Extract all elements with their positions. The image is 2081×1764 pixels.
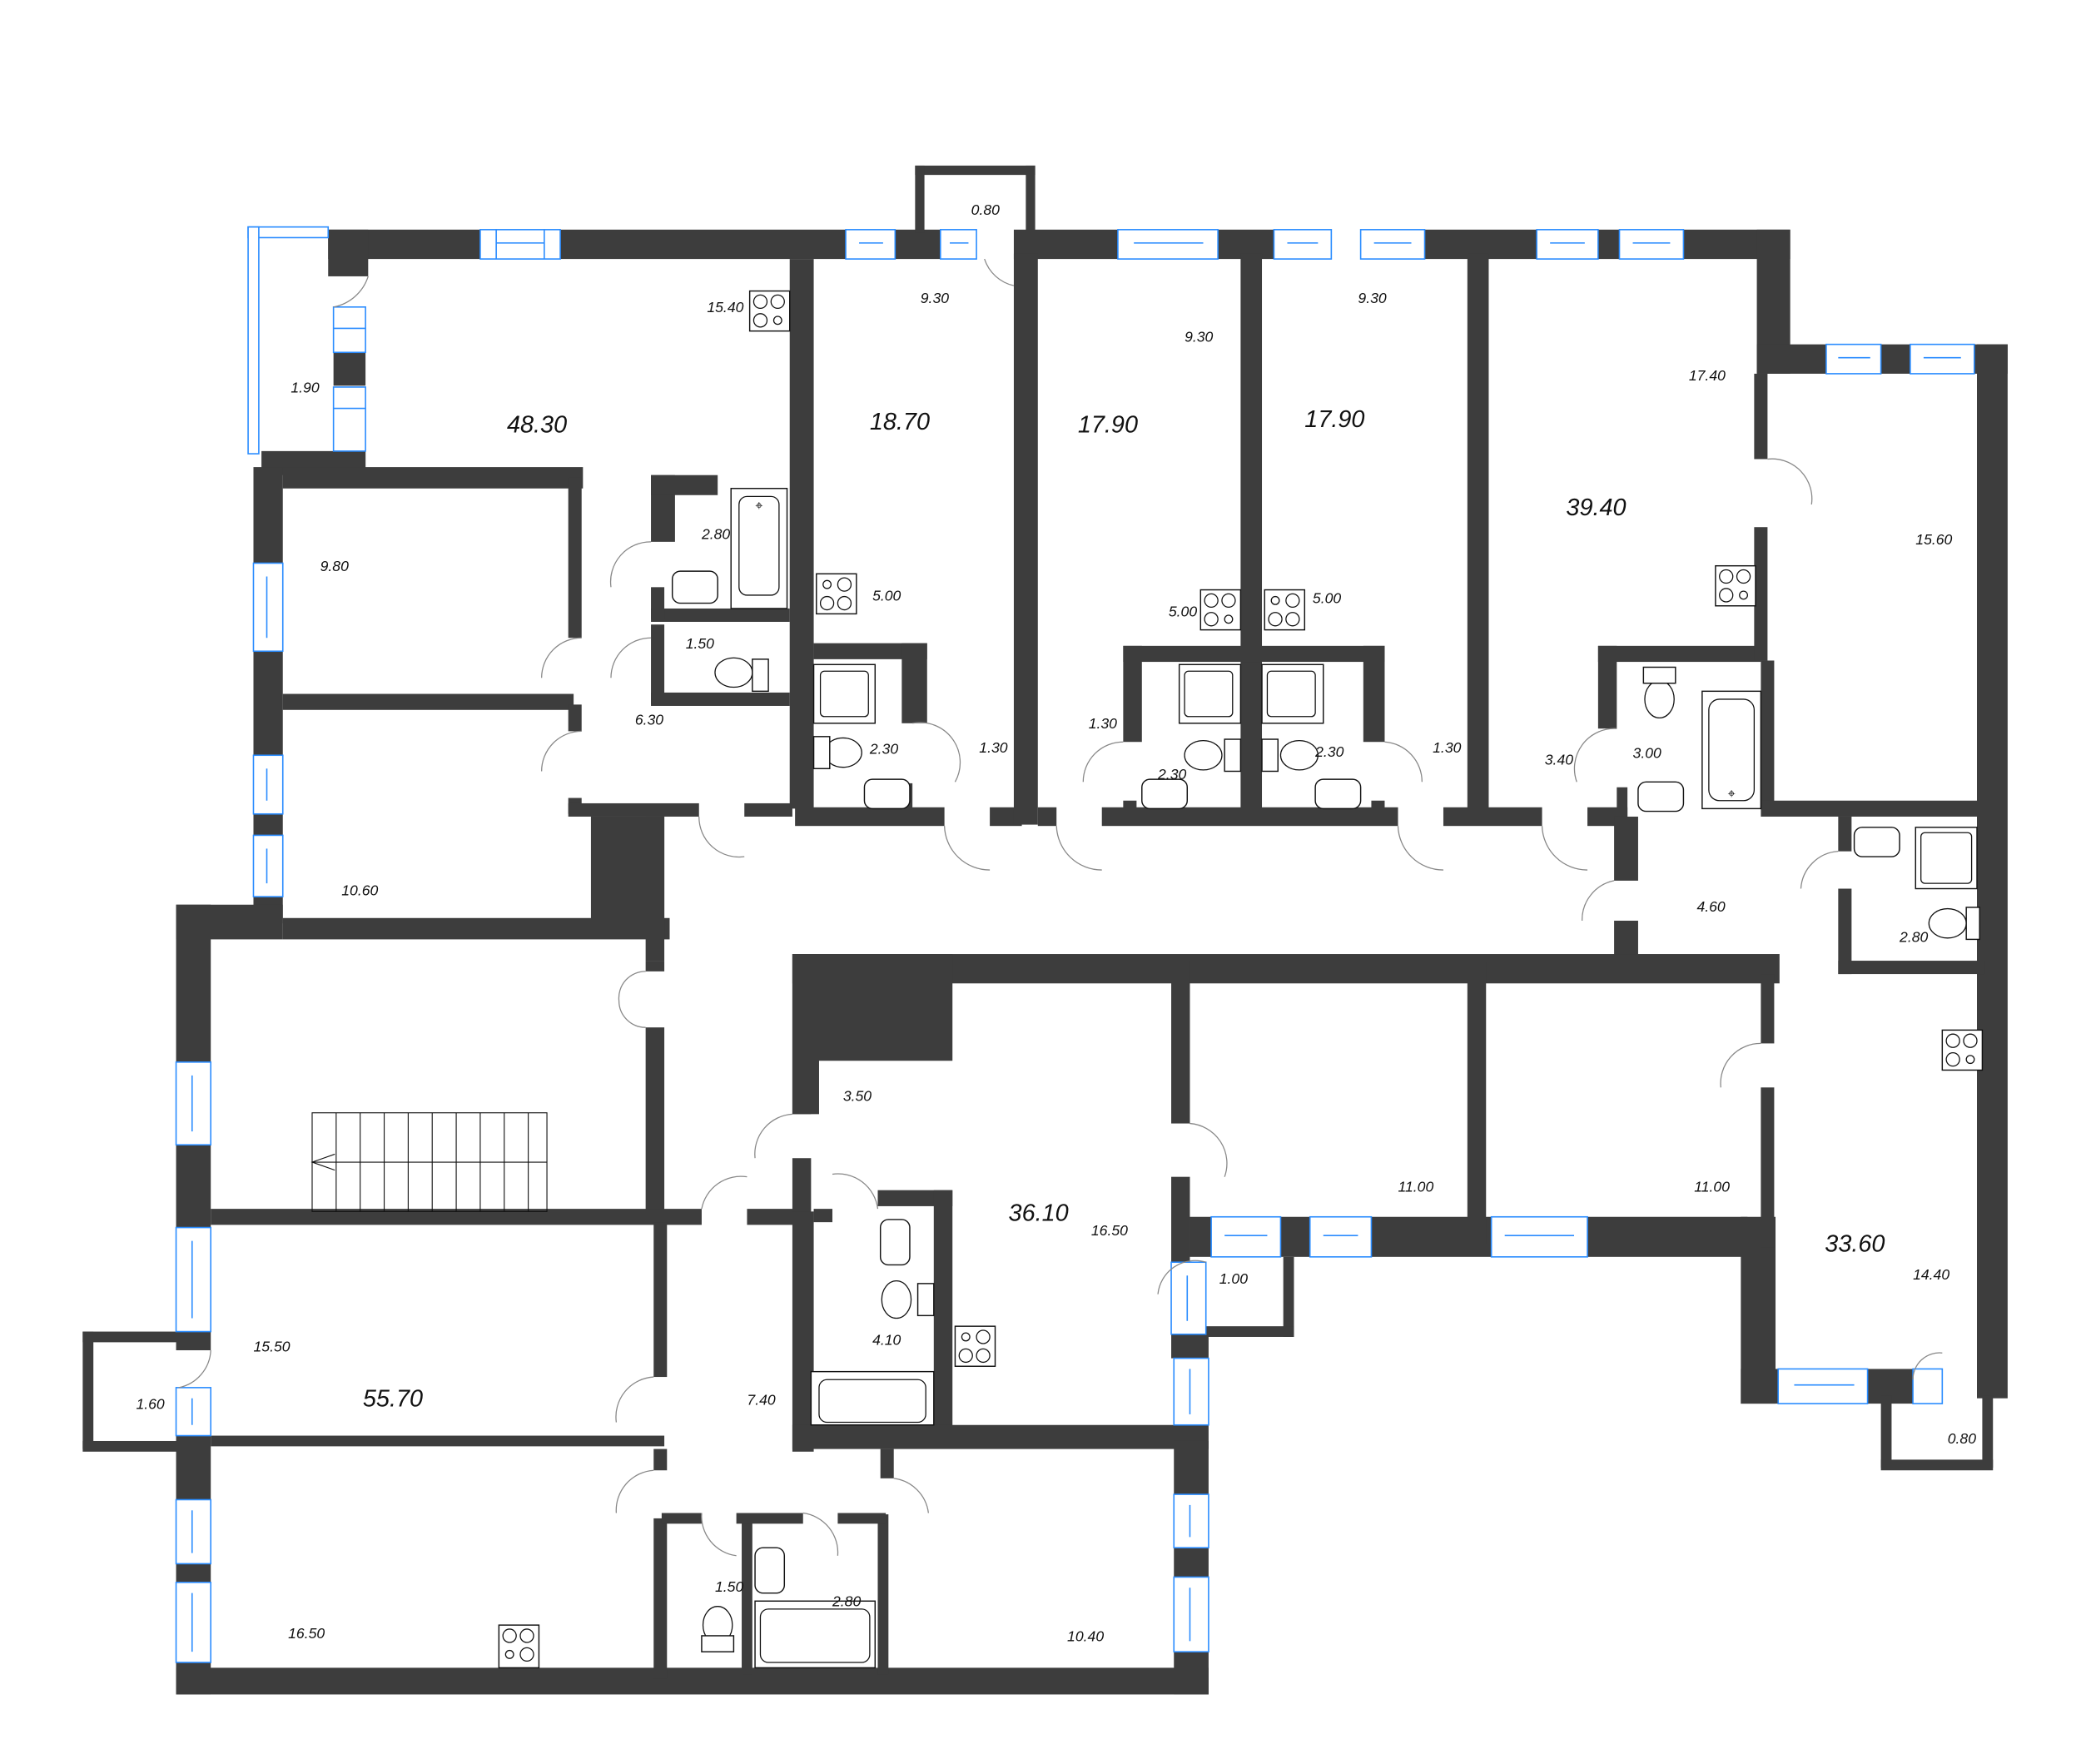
room-area: 10.40	[1067, 1627, 1104, 1644]
room-area: 1.50	[715, 1578, 743, 1595]
balcony-area: 0.80	[1948, 1430, 1976, 1447]
shower-icon	[812, 663, 877, 724]
room-area: 2.80	[832, 1593, 861, 1610]
room-area: 1.30	[979, 739, 1007, 756]
sink-icon	[754, 1547, 786, 1594]
room-area: 6.30	[635, 711, 663, 728]
room-area: 9.30	[1358, 290, 1386, 306]
stove-icon	[748, 290, 791, 332]
toilet-icon	[812, 736, 862, 770]
room-area: 2.30	[1314, 743, 1343, 760]
room-area: 2.30	[1157, 766, 1186, 783]
apartment-total-area: 39.40	[1566, 494, 1626, 521]
room-area: 9.80	[320, 558, 349, 574]
svg-text:⌖: ⌖	[755, 499, 762, 513]
room-area: 1.50	[686, 635, 714, 652]
room-area: 5.00	[1313, 590, 1341, 607]
balcony-area: 0.80	[971, 201, 1000, 218]
room-area: 11.00	[1694, 1178, 1730, 1195]
room-area: 14.40	[1913, 1266, 1949, 1283]
staircase-icon	[310, 1112, 548, 1212]
shower-icon	[1178, 663, 1242, 724]
shower-icon	[1915, 827, 1978, 890]
room-area: 3.50	[843, 1087, 872, 1104]
sink-icon	[863, 778, 911, 810]
room-area: 2.80	[1899, 929, 1928, 946]
shower-icon	[1261, 663, 1324, 724]
sink-icon	[879, 1219, 911, 1266]
stove-icon	[954, 1325, 996, 1367]
room-area: 10.60	[341, 882, 378, 899]
room-area: 16.50	[288, 1625, 325, 1642]
windows	[175, 226, 1975, 1663]
toilet-icon	[1261, 738, 1319, 773]
balcony-area: 1.90	[291, 379, 319, 395]
balcony-area: 1.60	[136, 1396, 164, 1413]
apartment-total-area: 55.70	[363, 1385, 423, 1412]
sink-icon	[1141, 778, 1189, 810]
room-area: 5.00	[1169, 604, 1197, 620]
room-area: 17.40	[1689, 367, 1726, 384]
toilet-icon	[1928, 907, 1980, 941]
room-area: 3.00	[1633, 744, 1661, 761]
stove-icon	[1199, 589, 1242, 631]
room-area: 15.60	[1915, 531, 1952, 548]
apartment-total-area: 17.90	[1304, 406, 1364, 433]
apartment-total-area: 18.70	[870, 409, 930, 435]
bathtub-icon: ⌖	[730, 488, 788, 609]
sink-icon	[1314, 778, 1362, 810]
room-area: 5.00	[872, 587, 901, 604]
room-area: 3.40	[1545, 751, 1573, 768]
room-area: 16.50	[1091, 1222, 1128, 1239]
apartment-total-area: 33.60	[1825, 1230, 1885, 1257]
apartment-total-area: 17.90	[1078, 411, 1138, 438]
stove-icon	[1264, 589, 1306, 631]
svg-text:⌖: ⌖	[1728, 788, 1736, 802]
stove-icon	[498, 1624, 540, 1669]
bathtub-icon	[754, 1600, 877, 1669]
room-area: 11.00	[1398, 1178, 1433, 1195]
walls	[82, 165, 2008, 1695]
sink-icon	[1637, 781, 1685, 812]
room-area: 15.50	[253, 1339, 290, 1355]
toilet-icon	[881, 1280, 935, 1319]
toilet-icon	[714, 657, 769, 693]
room-area: 9.30	[1185, 328, 1213, 345]
toilet-icon	[1642, 666, 1676, 719]
toilet-icon	[701, 1606, 735, 1652]
room-area: 4.60	[1696, 898, 1725, 915]
room-area: 2.30	[869, 741, 898, 758]
sink-icon	[671, 570, 718, 604]
room-area: 1.30	[1433, 739, 1461, 756]
stove-icon	[816, 573, 857, 615]
room-area: 9.30	[921, 290, 949, 306]
balcony-area: 1.00	[1219, 1270, 1248, 1287]
fixtures: ⌖ ⌖	[310, 290, 1984, 1669]
apartment-total-area: 48.30	[507, 411, 567, 438]
apartment-total-area: 36.10	[1009, 1200, 1069, 1227]
doors	[178, 258, 1943, 1557]
room-area: 2.80	[701, 526, 730, 543]
room-area: 7.40	[747, 1392, 775, 1409]
room-area: 15.40	[707, 299, 743, 316]
sink-icon	[1853, 827, 1900, 857]
toilet-icon	[1184, 738, 1242, 773]
bathtub-icon	[810, 1370, 935, 1426]
stove-icon	[1941, 1029, 1984, 1071]
bathtub-icon: ⌖	[1701, 690, 1762, 810]
room-area: 4.10	[872, 1332, 901, 1349]
stove-icon	[1715, 564, 1756, 607]
room-area: 1.30	[1089, 715, 1117, 732]
area-labels: 48.30 15.40 1.90 9.80 10.60 6.30 2.80 1.…	[136, 201, 1976, 1644]
